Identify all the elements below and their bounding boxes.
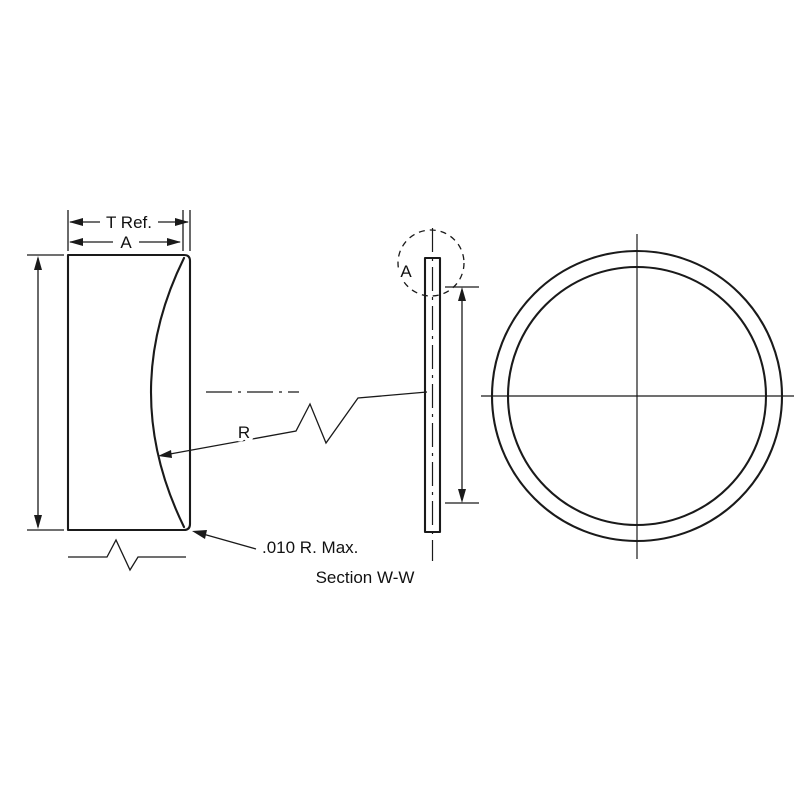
arrowhead-a-left [69,238,83,246]
dim-label-t-ref: T Ref. [106,213,152,232]
dimension-a: A [69,210,184,256]
disc-edge-outline [423,256,442,534]
arrowhead-radius [158,450,172,458]
corner-radius-note: .010 R. Max. [262,538,358,557]
corner-radius-leader [202,533,257,550]
break-line-bottom [68,538,186,572]
detail-a-label: A [400,262,412,281]
dim-label-a: A [120,233,132,252]
arrowhead-edge-bottom [458,489,466,503]
disc-outer-circle [490,249,784,543]
radius-leader-line [169,391,428,455]
arrowhead-t-left [69,218,83,226]
lens-section-outline [66,253,192,532]
radius-label: R [238,423,250,442]
radius-callout: R [158,391,428,458]
dimension-height-left [27,254,64,531]
section-view-w-w [66,253,192,572]
edge-view: A [397,229,479,534]
arrowhead-edge-top [458,287,466,301]
section-title: Section W-W [316,568,415,587]
arrowhead-a-right [167,238,181,246]
lens-concave-surface [149,256,186,529]
arrowhead-height-top [34,256,42,270]
corner-radius-callout: .010 R. Max. [192,530,362,561]
disc-inner-circle [506,265,768,527]
arrowhead-t-right [175,218,189,226]
arrowhead-corner-radius [192,530,207,539]
front-view [490,249,784,543]
centerlines [206,228,794,561]
dimension-t-ref: T Ref. [67,210,191,251]
detail-a-circle [397,229,465,297]
arrowhead-height-bottom [34,515,42,529]
